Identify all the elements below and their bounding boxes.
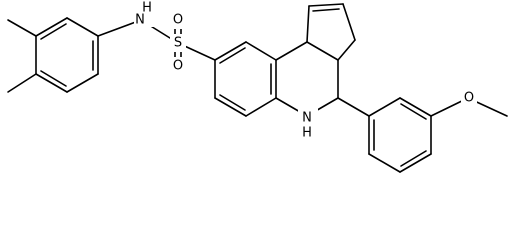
bond (214, 97, 247, 117)
bond (219, 94, 246, 111)
bond (399, 153, 432, 173)
bond (40, 70, 67, 87)
bond-lines (7, 3, 508, 173)
atom-label-nh-sulfonamide: N (135, 13, 145, 28)
bond (308, 3, 344, 7)
bond (306, 41, 339, 61)
bond (337, 39, 356, 61)
bond (214, 41, 247, 61)
bond (35, 73, 68, 93)
atom-label-nh-ring: N (302, 111, 312, 126)
bond (400, 150, 427, 167)
bond (275, 41, 308, 61)
atom-label-oxygen-bottom: O (173, 59, 183, 74)
bond (368, 153, 401, 173)
bond (66, 73, 99, 93)
bond (245, 97, 277, 117)
bond (399, 97, 432, 117)
bond (40, 23, 67, 40)
bond (35, 17, 68, 37)
atom-label-nh-ring-h: H (302, 126, 312, 141)
atom-label-nh-sulfonamide-h: H (142, 1, 152, 16)
atom-label-oxygen-methoxy: O (464, 91, 474, 106)
bond (368, 97, 401, 117)
bond (306, 5, 310, 43)
bond (245, 41, 277, 61)
atom-labels: N H S O O N H O (134, 1, 477, 142)
bond (312, 8, 340, 12)
bond (7, 73, 37, 93)
bond (342, 3, 356, 41)
bond (400, 103, 427, 120)
bond (219, 47, 246, 64)
bond (337, 97, 370, 117)
molecule-structure: N H S O O N H O (7, 1, 508, 173)
bond (97, 19, 142, 37)
atom-label-sulfur: S (174, 36, 182, 51)
atom-label-oxygen-top: O (173, 13, 183, 28)
bond (7, 19, 37, 37)
bond (66, 17, 99, 37)
